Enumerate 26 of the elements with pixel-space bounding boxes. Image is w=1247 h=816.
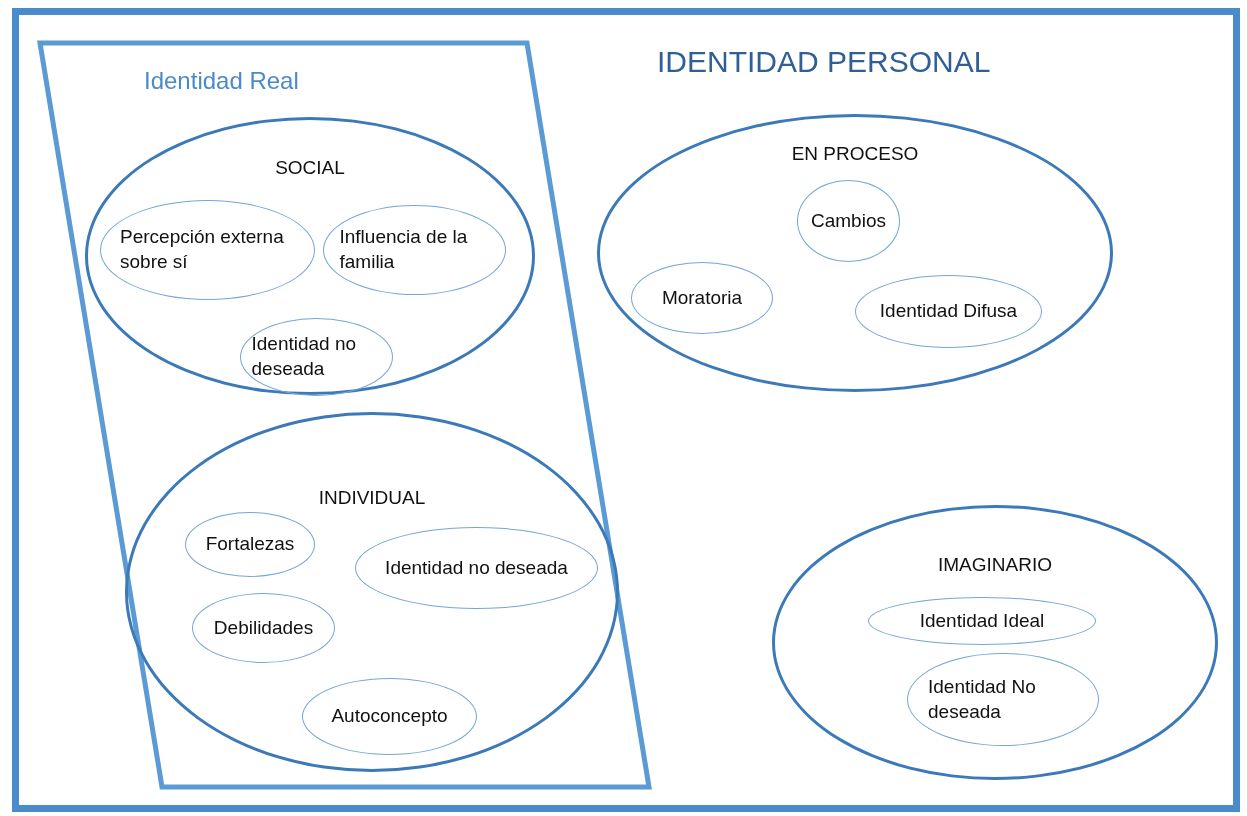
- frame-box: [12, 8, 1240, 812]
- item-label: Debilidades: [213, 615, 314, 640]
- item-label: Identidad Ideal: [919, 608, 1045, 633]
- item-ellipse: [302, 678, 477, 755]
- item-label: Autoconcepto: [331, 704, 448, 729]
- category-ellipse: [597, 114, 1113, 392]
- item-label: Identidad no deseada: [385, 555, 568, 580]
- item-label: Fortalezas: [205, 532, 295, 557]
- diagram-heading: IDENTIDAD PERSONAL: [657, 45, 991, 79]
- item-label: Cambios: [811, 208, 886, 233]
- category-ellipse: [772, 505, 1218, 780]
- item-label: Identidad Difusa: [879, 299, 1018, 324]
- parallelogram-group: [37, 40, 652, 790]
- category-label: EN PROCESO: [790, 143, 920, 165]
- category-label: SOCIAL: [274, 157, 346, 179]
- item-label: Influencia de la familia: [339, 225, 469, 274]
- item-ellipse: [907, 653, 1099, 746]
- item-label: Percepción externa sobre sí: [120, 225, 285, 274]
- category-label: IMAGINARIO: [937, 554, 1053, 576]
- category-ellipse: [125, 412, 619, 772]
- item-label: Moratoria: [661, 285, 743, 310]
- category-ellipse: [85, 117, 535, 395]
- item-label: Identidad no deseada: [251, 332, 358, 381]
- group-heading: Identidad Real: [144, 67, 299, 95]
- item-label: Identidad No deseada: [928, 674, 1037, 724]
- category-label: INDIVIDUAL: [317, 487, 427, 509]
